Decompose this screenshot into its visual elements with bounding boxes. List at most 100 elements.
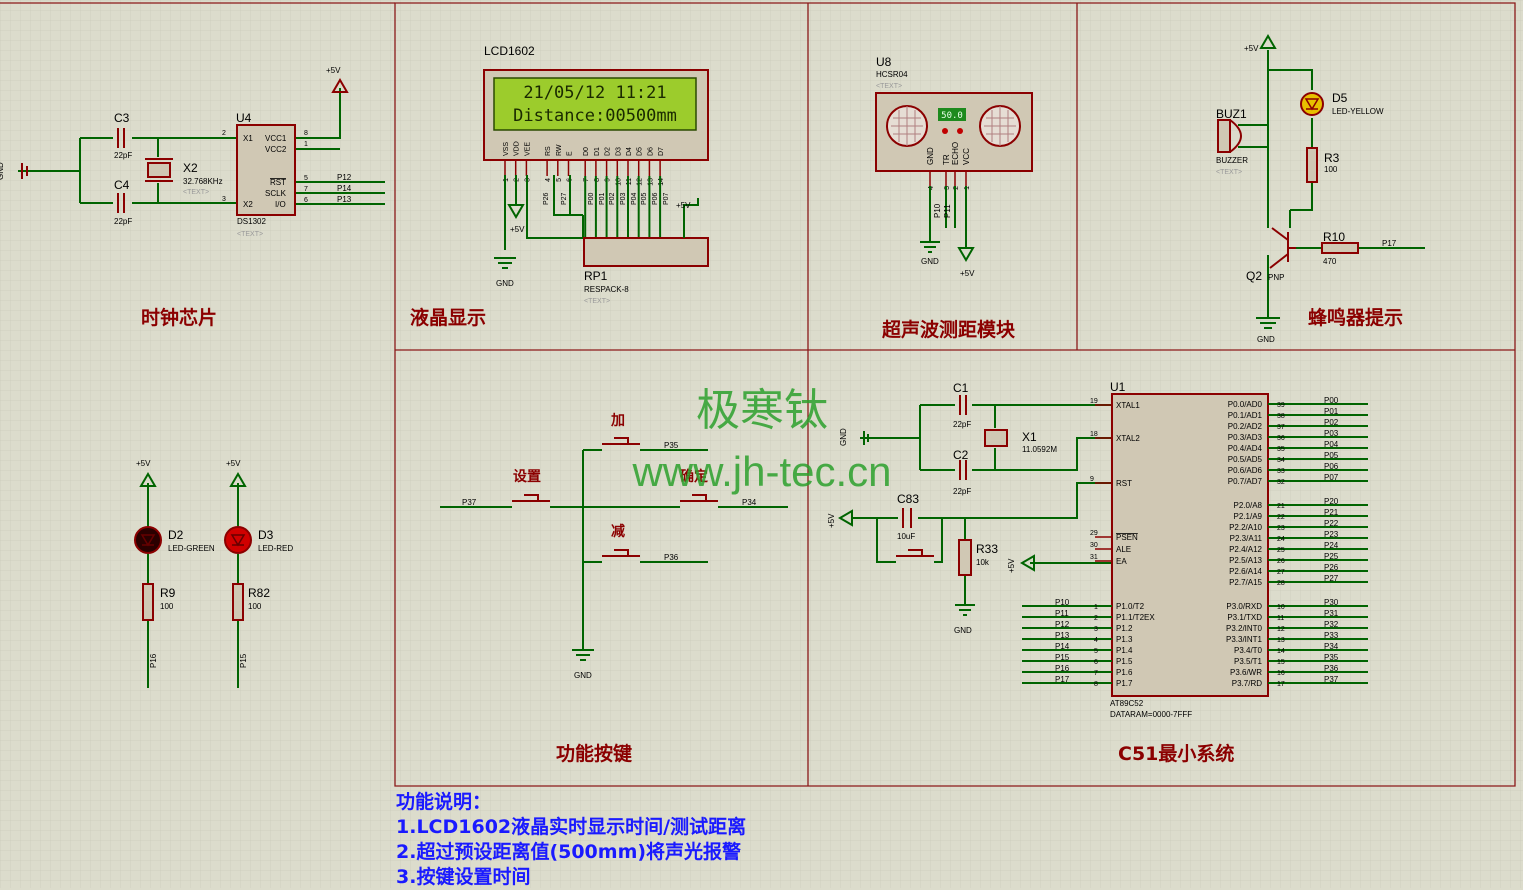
x1-crystal[interactable]	[984, 429, 1008, 447]
reset-button[interactable]	[896, 549, 934, 557]
lcd-pin-num: 11	[626, 178, 633, 185]
section-title-buzzer: 蜂鸣器提示	[1308, 306, 1403, 329]
d2-label: D2	[168, 528, 184, 542]
right-net-label: P00	[1324, 396, 1339, 405]
ds1302-x1-pin: X1	[243, 134, 253, 143]
section-title-ultrasonic: 超声波测距模块	[881, 318, 1016, 341]
mcu-caps[interactable]	[902, 395, 967, 528]
hcsr04-led-b	[957, 128, 963, 134]
lcd-pin-d1: D1	[594, 147, 601, 156]
right-pin-num: 12	[1277, 626, 1285, 633]
right-pin-num: 27	[1277, 569, 1285, 576]
u4-label: U4	[236, 111, 252, 125]
mcu-pin-num: 19	[1090, 398, 1098, 405]
buzzer-vcc-label: +5V	[1244, 44, 1259, 53]
x1-label: X1	[1022, 430, 1037, 444]
buz1-label: BUZ1	[1216, 107, 1247, 121]
ds1302-pin-num-6: 6	[304, 197, 308, 204]
buzzer-body[interactable]	[1217, 119, 1231, 153]
mcu-pin-right: P2.6/A14	[1229, 567, 1262, 576]
at89c52-type: AT89C52	[1110, 699, 1144, 708]
d3-led[interactable]	[224, 526, 252, 554]
d2-vcc-label: +5V	[136, 459, 151, 468]
right-net-label: P36	[1324, 664, 1339, 673]
right-pin-num: 39	[1277, 402, 1285, 409]
right-pin-num: 24	[1277, 536, 1285, 543]
right-net-label: P06	[1324, 462, 1339, 471]
r10-resistor[interactable]	[1321, 242, 1359, 254]
r9-value: 100	[160, 602, 174, 611]
r33-resistor[interactable]	[958, 539, 972, 576]
lcd-pin-d7: D7	[658, 147, 665, 156]
clock-parts	[21, 78, 349, 213]
mcu-pin-right: P0.3/AD3	[1228, 433, 1263, 442]
d5-led[interactable]	[1300, 92, 1324, 116]
right-pin-num: 11	[1277, 615, 1284, 622]
r3-resistor[interactable]	[1306, 147, 1318, 183]
d5-label: D5	[1332, 91, 1348, 105]
p1-net-label: P14	[1055, 642, 1070, 651]
lcd-net-p06: P06	[652, 192, 659, 205]
x1-freq: 11.0592M	[1022, 445, 1057, 454]
ds1302-vcc2-pin: VCC2	[265, 145, 287, 154]
net-p16-led: P16	[149, 653, 158, 668]
mcu-pin-p1-1: P1.1/T2EX	[1116, 613, 1155, 622]
p1-pin-num: 3	[1094, 626, 1098, 633]
rp1-vcc-label: +5V	[676, 201, 691, 210]
x2-freq: 32.768KHz	[183, 177, 223, 186]
c3-value: 22pF	[114, 151, 132, 160]
key-switches[interactable]	[512, 437, 718, 557]
net-p13: P13	[337, 195, 352, 204]
mcu-pin-right: P0.7/AD7	[1228, 477, 1263, 486]
ds1302-sclk-pin: SCLK	[265, 189, 287, 198]
buzzer-type: BUZZER	[1216, 156, 1248, 165]
mcu-pin-right: P3.4/T0	[1234, 646, 1263, 655]
mcu-pin-xtal1: XTAL1	[1116, 401, 1140, 410]
lcd-net-p04: P04	[631, 192, 638, 205]
mcu-pin-right: P0.0/AD0	[1228, 400, 1263, 409]
right-pin-num: 33	[1277, 468, 1285, 475]
q2-transistor[interactable]	[1269, 227, 1296, 269]
right-pin-num: 26	[1277, 558, 1285, 565]
ds1302-pin-num-2: 2	[222, 130, 226, 137]
d3-type: LED-RED	[258, 544, 293, 553]
p1-pin-num: 1	[1094, 604, 1098, 611]
r9-resistor[interactable]	[142, 583, 154, 621]
buzzer-text: <TEXT>	[1216, 169, 1242, 176]
p1-net-label: P16	[1055, 664, 1070, 673]
lcd-pins: VSS1VDD2VEE3RS4RW5E6D07D18D29D310D411D51…	[503, 141, 670, 238]
p1-net-label: P12	[1055, 620, 1070, 629]
lcd-vcc-label: +5V	[510, 225, 525, 234]
mcu-pin-right: P2.5/A13	[1229, 556, 1262, 565]
right-pin-num: 22	[1277, 514, 1285, 521]
right-net-label: P24	[1324, 541, 1339, 550]
right-net-label: P04	[1324, 440, 1339, 449]
buzzer-wiring	[1238, 50, 1425, 329]
r3-label: R3	[1324, 151, 1340, 165]
rp1-vcc-wire	[683, 198, 699, 238]
mcu-pin-num: 31	[1090, 554, 1098, 561]
q2-type: PNP	[1268, 273, 1284, 282]
net-p34-key: P34	[742, 498, 757, 507]
hcsr04-display	[938, 108, 966, 121]
right-pin-num: 35	[1277, 446, 1285, 453]
right-net-label: P33	[1324, 631, 1339, 640]
right-pin-num: 32	[1277, 479, 1285, 486]
d2-led[interactable]	[134, 526, 162, 554]
right-net-label: P23	[1324, 530, 1339, 539]
mcu-pin-xtal2: XTAL2	[1116, 434, 1140, 443]
ds1302-body[interactable]	[236, 124, 296, 216]
r10-value: 470	[1323, 257, 1337, 266]
mcu-pin-right: P2.1/A9	[1234, 512, 1263, 521]
at89c52-body[interactable]	[1111, 393, 1269, 697]
r33-label: R33	[976, 542, 998, 556]
ds1302-label: DS1302	[237, 217, 266, 226]
mcu-pin-num: 18	[1090, 431, 1098, 438]
notes-title: 功能说明：	[396, 791, 492, 813]
mcu-pin-num: 29	[1090, 530, 1098, 537]
r82-resistor[interactable]	[232, 583, 244, 621]
notes-item-2: 2.超过预设距离值(500mm)将声光报警	[396, 841, 742, 863]
lcd-net-p03: P03	[620, 192, 627, 205]
rp1-value: RESPACK-8	[584, 285, 629, 294]
rp1-body[interactable]	[583, 237, 709, 267]
